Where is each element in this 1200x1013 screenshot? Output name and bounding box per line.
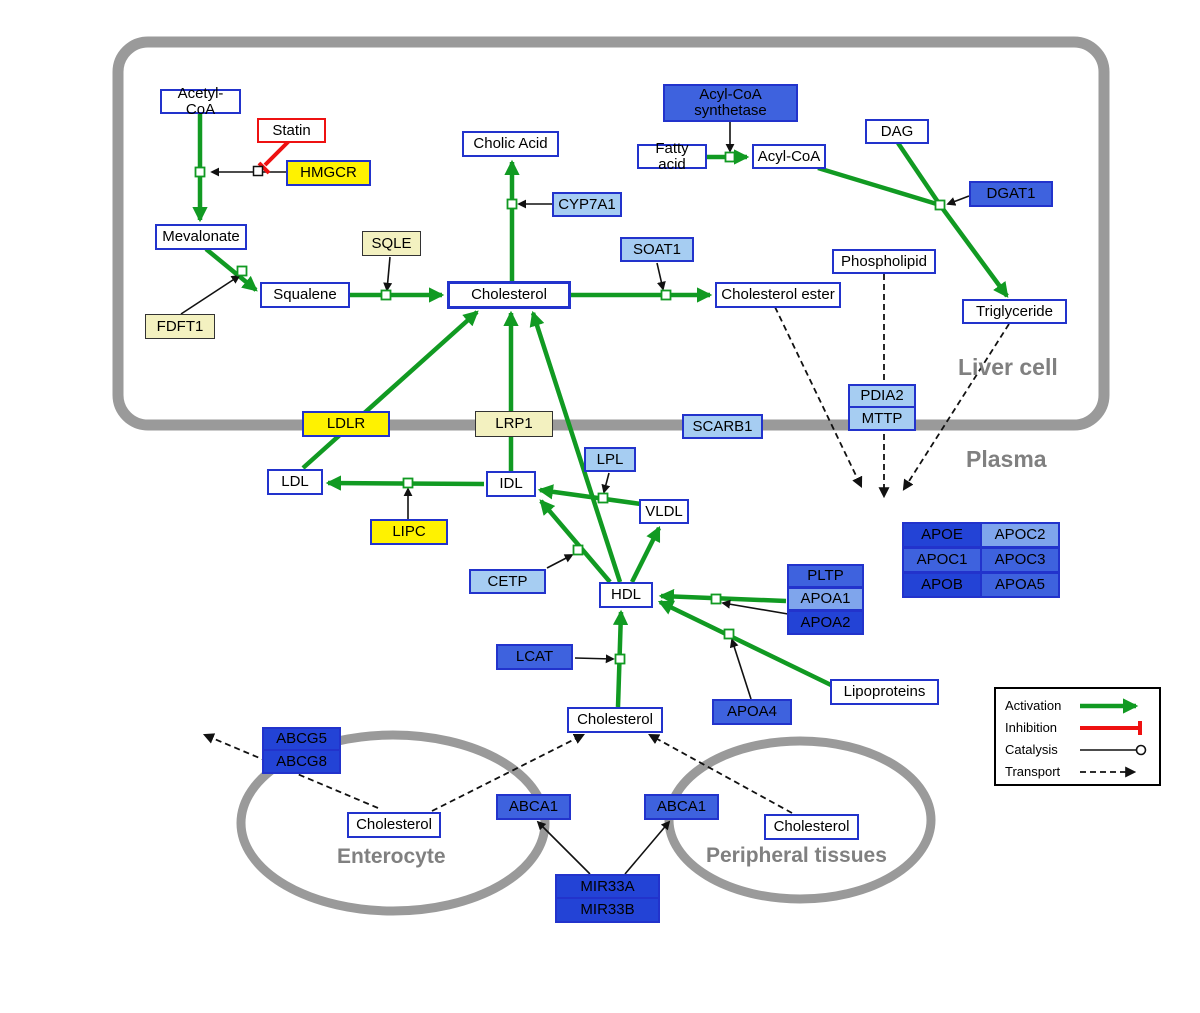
node-abcg5[interactable]: ABCG5 — [262, 727, 341, 751]
node-idl[interactable]: IDL — [486, 471, 536, 497]
node-soat1[interactable]: SOAT1 — [620, 237, 694, 262]
hmgcr-reaction-node — [252, 165, 264, 177]
node-scarb1[interactable]: SCARB1 — [682, 414, 763, 439]
node-triglyceride[interactable]: Triglyceride — [962, 299, 1067, 324]
node-sqle[interactable]: SQLE — [362, 231, 421, 256]
node-ldl[interactable]: LDL — [267, 469, 323, 495]
node-acetyl-coa[interactable]: Acetyl-CoA — [160, 85, 241, 117]
node-phospholipid[interactable]: Phospholipid — [832, 249, 936, 274]
node-fatty-acid[interactable]: Fatty acid — [637, 140, 707, 172]
node-mevalonate[interactable]: Mevalonate — [155, 224, 247, 250]
node-cholesterol-enterocyte[interactable]: Cholesterol — [347, 812, 441, 838]
node-apoa2[interactable]: APOA2 — [787, 610, 864, 635]
liver-cell-label: Liver cell — [958, 354, 1058, 380]
node-statin[interactable]: Statin — [257, 118, 326, 143]
node-vldl[interactable]: VLDL — [639, 499, 689, 524]
catalysis-edges — [180, 122, 970, 875]
node-lcat[interactable]: LCAT — [496, 644, 573, 670]
legend-transport-label: Transport — [1005, 764, 1061, 779]
node-cholic-acid[interactable]: Cholic Acid — [462, 131, 559, 157]
node-acyl-coa[interactable]: Acyl-CoA — [752, 144, 826, 169]
legend-catalysis-label: Catalysis — [1005, 742, 1058, 757]
liver-cell-membrane — [112, 36, 1110, 431]
node-abca1-peripheral[interactable]: ABCA1 — [644, 794, 719, 820]
legend-symbols — [1080, 698, 1147, 778]
node-cyp7a1[interactable]: CYP7A1 — [552, 192, 622, 217]
node-lpl[interactable]: LPL — [584, 447, 636, 472]
node-hdl[interactable]: HDL — [599, 582, 653, 608]
reaction-squares — [194, 151, 946, 665]
node-acyl-coa-synthetase[interactable]: Acyl-CoA synthetase — [663, 84, 798, 122]
inhibition-edge — [257, 139, 291, 175]
enterocyte-label: Enterocyte — [337, 845, 446, 868]
peripheral-tissues-label: Peripheral tissues — [706, 844, 887, 867]
node-pdia2[interactable]: PDIA2 — [848, 384, 916, 408]
node-abca1-enterocyte[interactable]: ABCA1 — [496, 794, 571, 820]
node-mir33b[interactable]: MIR33B — [555, 897, 660, 923]
node-mttp[interactable]: MTTP — [848, 406, 916, 431]
node-lipoproteins[interactable]: Lipoproteins — [830, 679, 939, 705]
node-cholesterol-liver[interactable]: Cholesterol — [447, 281, 571, 309]
node-apoa1[interactable]: APOA1 — [787, 587, 864, 611]
node-dgat1[interactable]: DGAT1 — [969, 181, 1053, 207]
node-lipc[interactable]: LIPC — [370, 519, 448, 545]
node-apoc2[interactable]: APOC2 — [980, 522, 1060, 548]
node-pltp[interactable]: PLTP — [787, 564, 864, 588]
node-cholesterol-peripheral[interactable]: Cholesterol — [764, 814, 859, 840]
node-apoa5[interactable]: APOA5 — [980, 572, 1060, 598]
peripheral-tissues-membrane — [664, 736, 936, 904]
legend-activation-label: Activation — [1005, 698, 1062, 713]
node-mir33a[interactable]: MIR33A — [555, 874, 660, 899]
node-lrp1[interactable]: LRP1 — [475, 411, 553, 437]
node-cetp[interactable]: CETP — [469, 569, 546, 594]
node-ldlr[interactable]: LDLR — [302, 411, 390, 437]
legend-inhibition-label: Inhibition — [1005, 720, 1058, 735]
node-apoc1[interactable]: APOC1 — [902, 547, 982, 573]
node-apoe[interactable]: APOE — [902, 522, 982, 548]
node-apoa4[interactable]: APOA4 — [712, 699, 792, 725]
node-cholesterol-ester[interactable]: Cholesterol ester — [715, 282, 841, 308]
node-apoc3[interactable]: APOC3 — [980, 547, 1060, 573]
plasma-label: Plasma — [966, 446, 1047, 472]
node-fdft1[interactable]: FDFT1 — [145, 314, 215, 339]
node-hmgcr[interactable]: HMGCR — [286, 160, 371, 186]
node-cholesterol-plasma[interactable]: Cholesterol — [567, 707, 663, 733]
node-apob[interactable]: APOB — [902, 572, 982, 598]
node-squalene[interactable]: Squalene — [260, 282, 350, 308]
node-dag[interactable]: DAG — [865, 119, 929, 144]
node-abcg8[interactable]: ABCG8 — [262, 749, 341, 774]
